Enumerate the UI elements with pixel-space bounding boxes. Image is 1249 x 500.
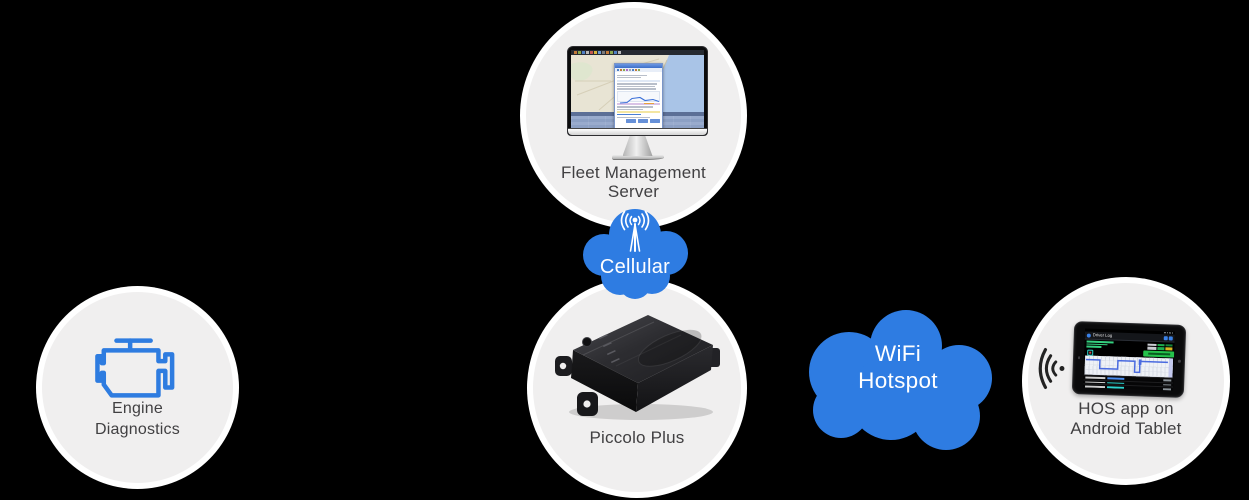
dialog-mini-chart bbox=[617, 90, 660, 104]
fleet-app-dialog bbox=[614, 63, 663, 128]
connector-wifi-hotspot-cloud: WiFi Hotspot bbox=[801, 306, 995, 454]
hos-duty-status-graph bbox=[1084, 355, 1174, 378]
fleet-app-map bbox=[571, 55, 704, 128]
dialog-title-bar bbox=[615, 64, 662, 68]
engine-diagnostics-label: Engine Diagnostics bbox=[95, 400, 180, 438]
node-fleet-management-server: Fleet Management Server bbox=[526, 8, 741, 223]
monitor-screen bbox=[571, 50, 704, 128]
wifi-hotspot-label: WiFi Hotspot bbox=[858, 341, 938, 393]
monitor-stand-base bbox=[611, 155, 664, 160]
tablet-button-dot bbox=[1177, 360, 1181, 363]
desktop-monitor bbox=[567, 46, 708, 160]
cellular-label: Cellular bbox=[599, 256, 671, 278]
tablet-camera-dot bbox=[1077, 356, 1081, 360]
monitor-chin bbox=[568, 128, 707, 135]
hos-tablet-label: HOS app on Android Tablet bbox=[1070, 399, 1182, 438]
node-piccolo-plus: Piccolo Plus bbox=[533, 284, 741, 492]
dialog-buttons bbox=[617, 119, 660, 123]
connector-cellular-cloud: Cellular bbox=[573, 203, 697, 305]
hos-truck-glyph bbox=[1087, 349, 1094, 356]
hos-certify-button bbox=[1143, 350, 1175, 358]
wifi-waves-icon bbox=[1038, 348, 1065, 389]
tablet-screen: Driver Log bbox=[1082, 328, 1176, 391]
hos-hours-summary bbox=[1130, 342, 1173, 351]
android-tablet-image: Driver Log bbox=[1071, 321, 1187, 398]
telematics-device-image bbox=[555, 315, 720, 420]
engine-icon bbox=[95, 338, 175, 398]
node-hos-android-tablet: Driver Log bbox=[1028, 283, 1224, 479]
dialog-toolbar bbox=[615, 68, 662, 72]
piccolo-plus-label: Piccolo Plus bbox=[589, 428, 685, 447]
fleet-app-toolbar bbox=[571, 50, 704, 55]
fleet-server-label: Fleet Management Server bbox=[561, 163, 706, 201]
hos-app-title: Driver Log bbox=[1092, 332, 1113, 339]
cloud-shape bbox=[583, 209, 688, 299]
hos-app-icon bbox=[1086, 333, 1091, 338]
cloud-shape bbox=[809, 310, 992, 450]
hos-header-icons bbox=[1163, 336, 1173, 341]
cellular-antenna-icon bbox=[620, 210, 650, 252]
node-engine-diagnostics: Engine Diagnostics bbox=[42, 292, 233, 483]
monitor-bezel bbox=[567, 46, 708, 136]
monitor-stand-neck bbox=[622, 136, 653, 156]
